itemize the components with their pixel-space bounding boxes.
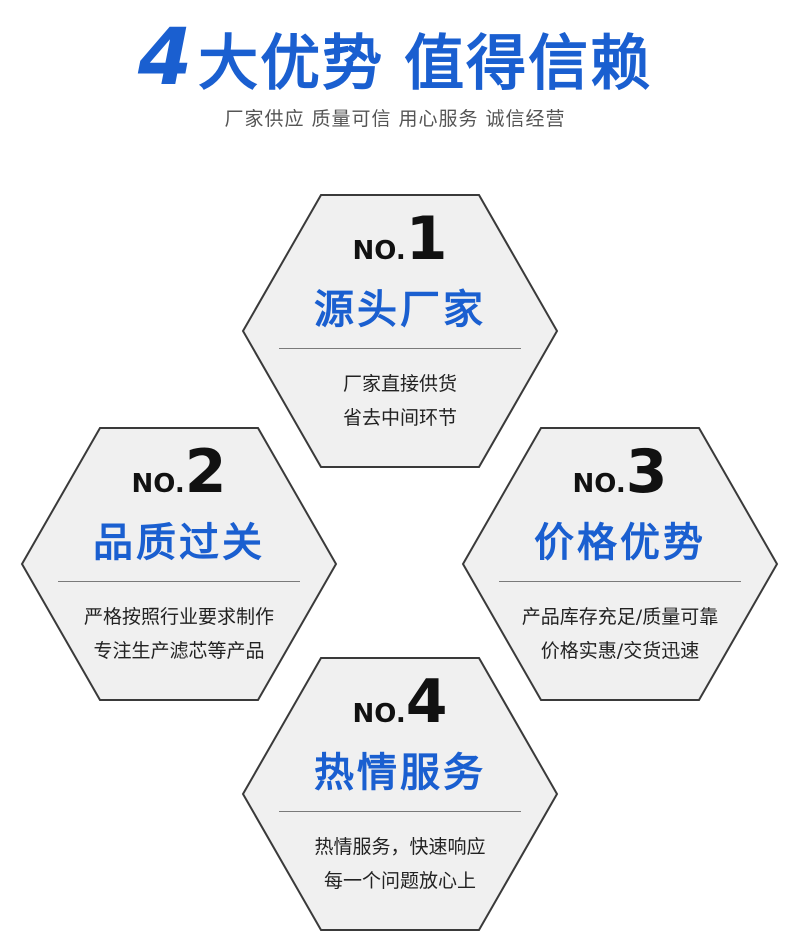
card-description: 产品库存充足/质量可靠 价格实惠/交货迅速: [461, 600, 779, 668]
card-number: NO.2: [131, 437, 227, 507]
title-part2: 值得信赖: [404, 29, 653, 99]
advantage-card-3: NO.3 价格优势 产品库存充足/质量可靠 价格实惠/交货迅速: [461, 426, 779, 702]
card-number: NO.3: [572, 437, 668, 507]
card-desc-line2: 省去中间环节: [342, 407, 457, 429]
card-desc-line2: 价格实惠/交货迅速: [540, 640, 700, 662]
card-description: 厂家直接供货 省去中间环节: [241, 367, 559, 435]
card-title: 热情服务: [314, 750, 486, 796]
card-divider: [58, 581, 300, 582]
card-desc-line1: 产品库存充足/质量可靠: [521, 606, 719, 628]
card-divider: [279, 811, 521, 812]
card-description: 热情服务，快速响应 每一个问题放心上: [241, 830, 559, 898]
title-number: 4: [137, 13, 195, 103]
card-desc-line1: 热情服务，快速响应: [314, 836, 486, 858]
card-desc-line2: 专注生产滤芯等产品: [93, 640, 265, 662]
advantage-card-1: NO.1 源头厂家 厂家直接供货 省去中间环节: [241, 193, 559, 469]
hexagon-shape: [20, 427, 338, 701]
card-desc-line1: 严格按照行业要求制作: [83, 606, 274, 628]
card-title: 源头厂家: [314, 287, 486, 333]
advantage-card-4: NO.4 热情服务 热情服务，快速响应 每一个问题放心上: [241, 656, 559, 932]
page-subtitle: 厂家供应 质量可信 用心服务 诚信经营: [224, 108, 566, 130]
card-desc-line2: 每一个问题放心上: [323, 870, 476, 892]
page-title: 4大优势值得信赖: [0, 18, 790, 104]
card-number: NO.1: [352, 204, 448, 274]
card-title: 价格优势: [534, 520, 706, 566]
card-number: NO.4: [352, 667, 448, 737]
card-divider: [499, 581, 741, 582]
hexagon-shape: [461, 427, 779, 701]
title-part1: 大优势: [198, 29, 385, 99]
card-description: 严格按照行业要求制作 专注生产滤芯等产品: [20, 600, 338, 668]
card-title: 品质过关: [93, 520, 265, 566]
card-desc-line1: 厂家直接供货: [342, 373, 457, 395]
hexagon-shape: [241, 657, 559, 931]
advantage-card-2: NO.2 品质过关 严格按照行业要求制作 专注生产滤芯等产品: [20, 426, 338, 702]
hexagon-shape: [241, 194, 559, 468]
card-divider: [279, 348, 521, 349]
